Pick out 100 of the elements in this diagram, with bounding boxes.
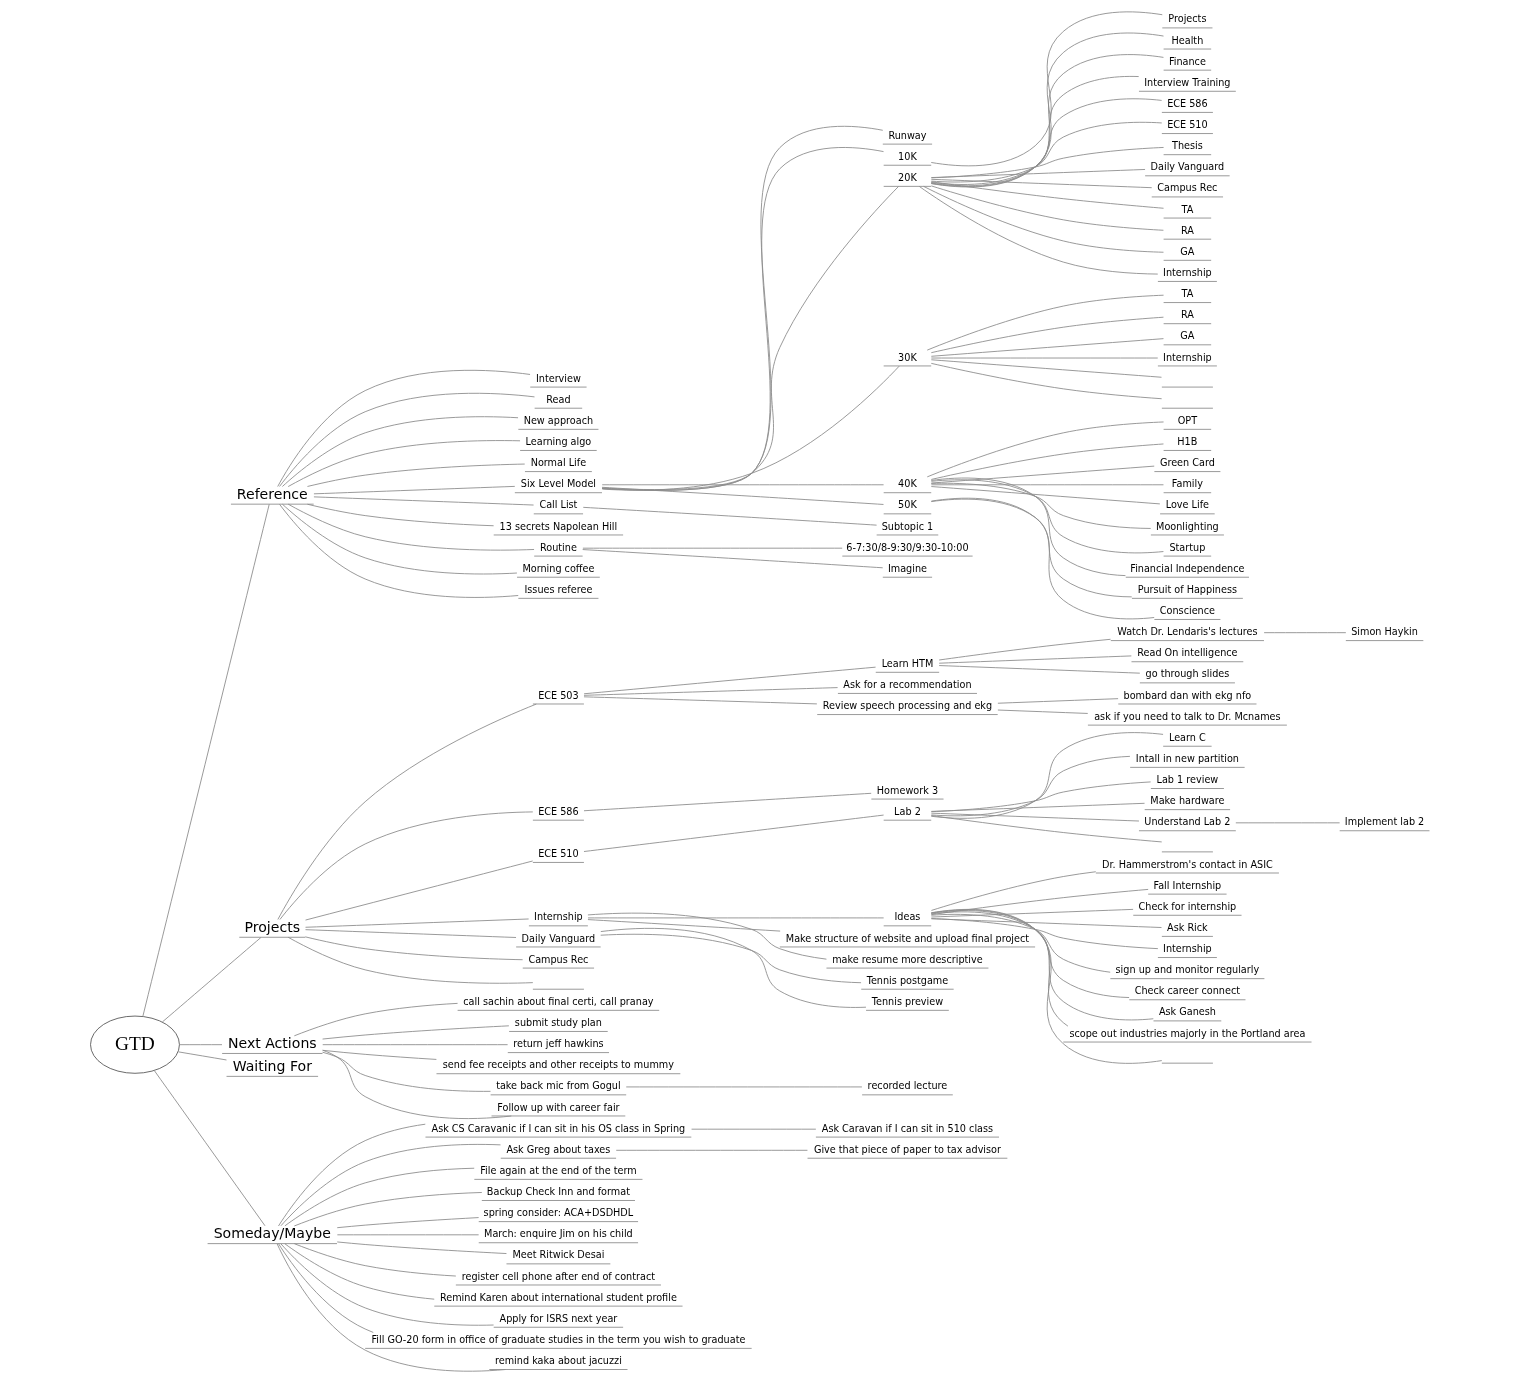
node-text: Love Life xyxy=(1165,499,1209,511)
connector xyxy=(930,181,1164,209)
node-text: 10K xyxy=(897,150,917,162)
connector xyxy=(930,908,1134,918)
node-text: make resume more descriptive xyxy=(831,953,983,965)
connector xyxy=(583,666,876,695)
node-text: Homework 3 xyxy=(876,784,938,796)
connector xyxy=(293,1243,456,1277)
node-text: Ideas xyxy=(893,911,920,923)
connector xyxy=(930,888,1149,916)
node-text: Green Card xyxy=(1159,457,1215,469)
connector xyxy=(930,908,1162,1064)
connector xyxy=(287,936,533,984)
connector xyxy=(293,1192,482,1227)
node-text: 40K xyxy=(897,478,917,490)
node-text: Make hardware xyxy=(1149,795,1224,807)
node-text: OPT xyxy=(1177,414,1197,426)
node-text: Startup xyxy=(1168,541,1205,553)
node-text: 13 secrets Napolean Hill xyxy=(499,520,617,532)
connector xyxy=(930,812,1139,822)
node-text: Six Level Model xyxy=(520,478,596,490)
node-text: Backup Check Inn and format xyxy=(486,1186,630,1198)
node-text: Reference xyxy=(236,485,308,502)
connector xyxy=(601,484,884,486)
node-text: sign up and monitor regularly xyxy=(1115,964,1259,976)
node-text: recorded lecture xyxy=(867,1080,947,1092)
connector xyxy=(321,1049,512,1119)
node-text: Call List xyxy=(538,499,577,511)
node-text: Ask for a recommendation xyxy=(842,678,972,690)
node-text: Read On intelligence xyxy=(1136,647,1238,659)
node-text: Fall Internship xyxy=(1153,879,1221,891)
connector xyxy=(141,503,270,1017)
connector xyxy=(280,1243,494,1326)
node-text: Routine xyxy=(539,541,577,553)
connector xyxy=(304,936,523,961)
node-text: Imagine xyxy=(887,562,927,574)
node-text: ECE 586 xyxy=(537,805,579,817)
node-text: Normal Life xyxy=(530,457,586,469)
connector xyxy=(283,1243,435,1300)
node-text: Remind Karen about international student profile xyxy=(439,1291,677,1303)
connector xyxy=(930,338,1164,357)
connector xyxy=(918,186,1158,275)
connector xyxy=(581,547,843,549)
connector xyxy=(293,1002,458,1037)
connector xyxy=(583,687,838,696)
connector xyxy=(930,497,1155,620)
connector xyxy=(277,1123,426,1227)
connector xyxy=(583,814,884,852)
connector xyxy=(930,178,1152,189)
node-text: New approach xyxy=(523,414,593,426)
connector xyxy=(313,496,534,506)
connector xyxy=(930,169,1145,178)
connector xyxy=(278,811,533,920)
node-text: Someday/Maybe xyxy=(213,1225,331,1242)
connector xyxy=(581,549,883,569)
node-text: Implement lab 2 xyxy=(1344,816,1424,828)
node-text: Follow up with career fair xyxy=(496,1101,620,1113)
connector xyxy=(938,655,1132,664)
node-text: Projects xyxy=(1167,13,1206,25)
connector xyxy=(930,362,1162,400)
node-text: H1B xyxy=(1176,436,1197,447)
node-text: Make structure of website and upload final project xyxy=(785,932,1029,944)
connector xyxy=(321,1051,491,1092)
node-text: Intall in new partition xyxy=(1135,752,1239,764)
connector xyxy=(930,802,1145,812)
node-bar xyxy=(531,988,584,990)
node-text: Read xyxy=(545,393,571,405)
connector xyxy=(599,927,866,1008)
connector xyxy=(930,918,1162,928)
connector xyxy=(281,503,517,575)
node-text: Dr. Hammerstrom's contact in ASIC xyxy=(1101,858,1273,870)
node-text: submit study plan xyxy=(514,1017,602,1029)
node-text: call sachin about final certi, call pranay xyxy=(462,995,654,1007)
node-text: Watch Dr. Lendaris's lectures xyxy=(1116,626,1258,638)
connector xyxy=(938,665,1140,674)
connector xyxy=(287,503,534,551)
connector xyxy=(930,732,1163,819)
node-text: Thesis xyxy=(1171,140,1203,152)
node-text: Lab 2 xyxy=(893,805,921,817)
node-text: Ask CS Caravanic if I can sit in his OS class in Spring xyxy=(431,1122,685,1134)
connector xyxy=(1263,632,1346,634)
connector xyxy=(281,416,518,487)
connector xyxy=(336,1241,507,1254)
node-text: Subtopic 1 xyxy=(881,520,933,532)
connector xyxy=(930,465,1155,484)
connector xyxy=(930,486,1160,505)
connector xyxy=(177,1051,227,1061)
connector xyxy=(938,638,1111,661)
connector xyxy=(161,937,261,1023)
node-text: Conscience xyxy=(1159,605,1215,617)
connector xyxy=(930,911,1130,998)
connector xyxy=(276,1243,506,1372)
node-text: Internship xyxy=(1162,266,1212,278)
connector xyxy=(930,316,1164,354)
connector xyxy=(930,477,1126,577)
node-text: Morning coffee xyxy=(521,562,594,574)
connector xyxy=(930,482,1151,529)
connector xyxy=(304,918,529,928)
node-text: Lab 1 review xyxy=(1156,774,1218,786)
connector xyxy=(930,75,1139,187)
